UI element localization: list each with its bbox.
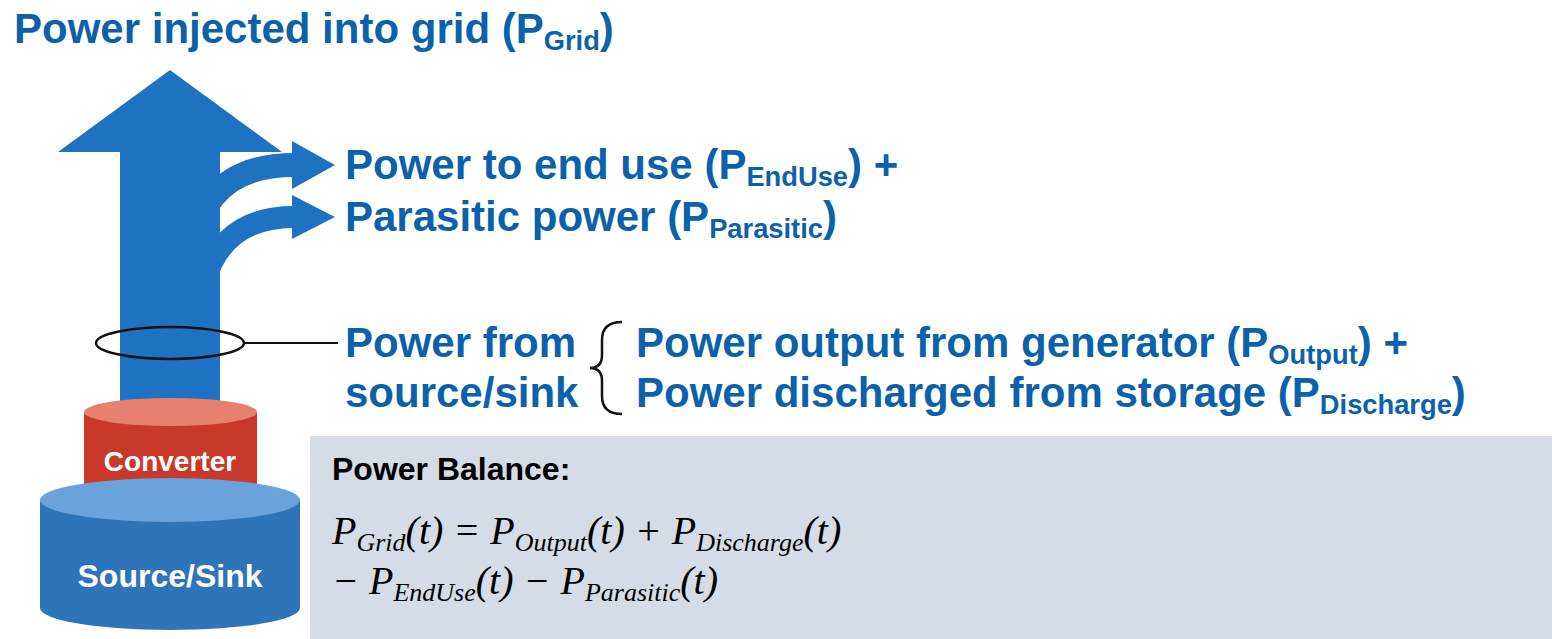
- output-label: Power output from generator (POutput) +: [636, 318, 1408, 368]
- subscript: Grid: [356, 528, 405, 557]
- cylinder-top: [84, 398, 257, 426]
- subscript: EndUse: [393, 578, 475, 607]
- branch-stem: [200, 217, 294, 312]
- curly-brace: [590, 322, 622, 414]
- label-anchor: Power discharged from storage (PDischarg…: [636, 368, 1466, 418]
- branch-arrow-head: [292, 195, 335, 239]
- subscript: Grid: [544, 25, 600, 56]
- grid-label: Power injected into grid (PGrid): [14, 4, 614, 54]
- subscript: Parasitic: [709, 213, 823, 244]
- label-anchor: Power from source/sink: [345, 318, 600, 418]
- subscript: Parasitic: [585, 578, 680, 607]
- label-anchor: Power injected into grid (PGrid): [14, 4, 614, 54]
- label-anchor: Parasitic power (PParasitic): [345, 192, 837, 242]
- label-anchor: Power to end use (PEndUse) +: [345, 140, 898, 190]
- panel-heading: Power Balance:: [332, 450, 1530, 488]
- arrow-head: [58, 70, 282, 152]
- source-label: Power from source/sink: [345, 318, 600, 418]
- leader-line: [244, 342, 338, 344]
- subscript: Discharge: [1320, 389, 1452, 420]
- label-anchor: Power output from generator (POutput) +: [636, 318, 1408, 368]
- discharge-label: Power discharged from storage (PDischarg…: [636, 368, 1466, 418]
- measuring-ring: [96, 327, 244, 359]
- subscript: EndUse: [746, 161, 848, 192]
- subscript: Output: [1268, 339, 1357, 370]
- end-use-label: Power to end use (PEndUse) +: [345, 140, 898, 190]
- parasitic-label: Parasitic power (PParasitic): [345, 192, 837, 242]
- subscript: Discharge: [696, 528, 803, 557]
- cylinder-shape: [40, 478, 300, 630]
- branch-arrow-head: [292, 141, 335, 189]
- subscript: Output: [515, 528, 587, 557]
- node-label: Converter: [104, 445, 236, 479]
- node-label: Source/Sink: [78, 557, 263, 595]
- balance-equation: PGrid(t) = POutput(t) + PDischarge(t) − …: [332, 506, 1530, 606]
- source-sink-cylinder: Source/Sink: [40, 478, 300, 630]
- power-balance-box: Power Balance: PGrid(t) = POutput(t) + PD…: [310, 436, 1552, 639]
- cylinder-top: [40, 478, 300, 522]
